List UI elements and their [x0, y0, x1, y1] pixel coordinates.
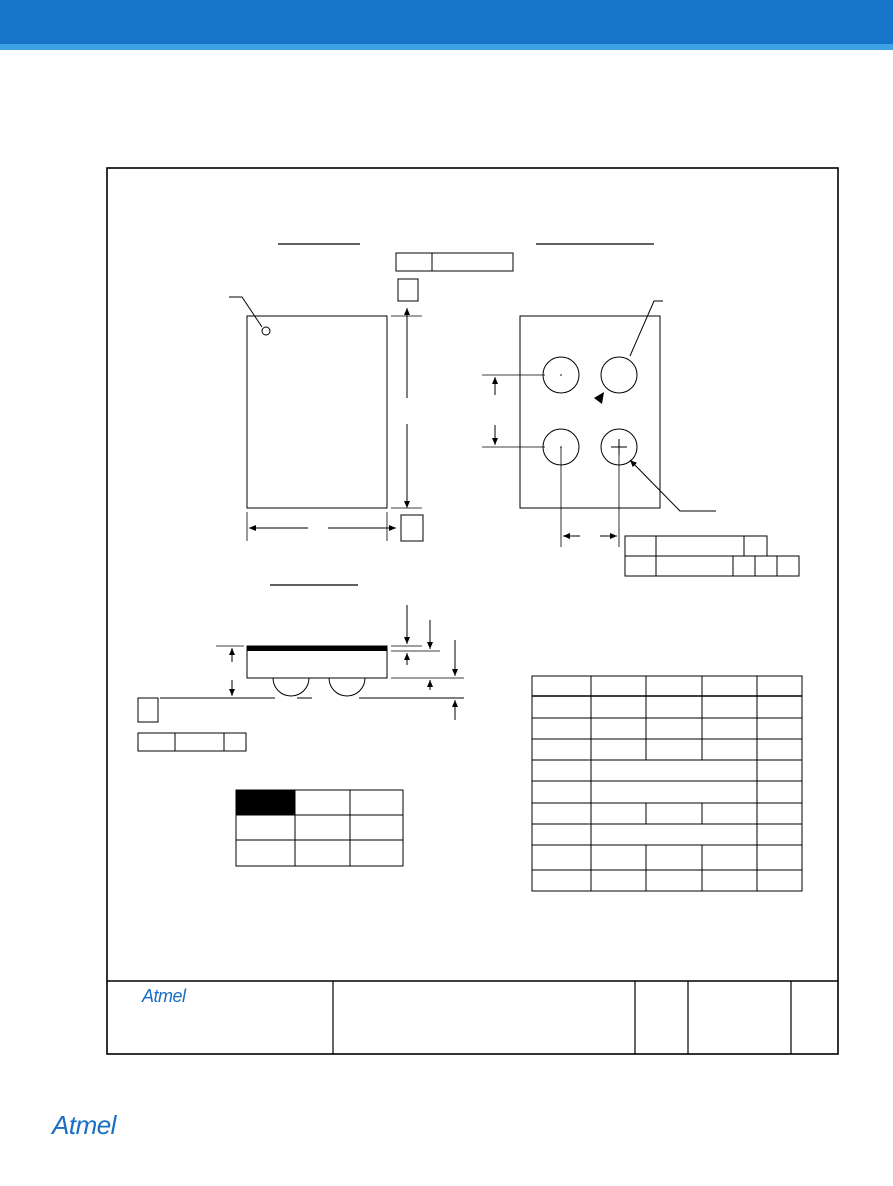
orientation-marker	[594, 392, 604, 404]
datum-box-a	[397, 278, 419, 302]
ball-a1-leader	[629, 300, 663, 357]
pin1-leader	[229, 296, 263, 328]
ball-table-header-cell	[236, 790, 295, 815]
title-block	[107, 980, 838, 1054]
top-view-body	[246, 315, 388, 509]
pin1-dot	[261, 326, 271, 336]
title-block-logo: Atmel	[142, 986, 186, 1007]
side-view	[137, 584, 464, 752]
title-block-logo-text: Atmel	[142, 986, 186, 1006]
ball-signal-table	[235, 789, 404, 867]
top-view	[229, 243, 514, 542]
ball-dia-leader	[629, 459, 716, 512]
datum-box-b	[400, 514, 424, 542]
datum-box-c	[137, 697, 159, 723]
bottom-view-body	[519, 315, 661, 509]
bottom-view	[482, 243, 800, 577]
side-ball-1	[272, 677, 310, 697]
drawing-border	[106, 167, 839, 1055]
ball-a2	[600, 356, 638, 394]
footer-logo-text: Atmel	[52, 1110, 116, 1140]
header-stripe	[0, 44, 893, 50]
coplanarity-frame	[137, 732, 247, 752]
datum-frame-top	[395, 252, 514, 272]
side-ball-2	[328, 677, 366, 697]
dimension-table	[531, 675, 803, 892]
header-bar	[0, 0, 893, 44]
position-tolerance-frame	[624, 535, 768, 557]
side-view-backside-coating	[247, 646, 387, 651]
footer-logo: Atmel	[52, 1110, 116, 1141]
